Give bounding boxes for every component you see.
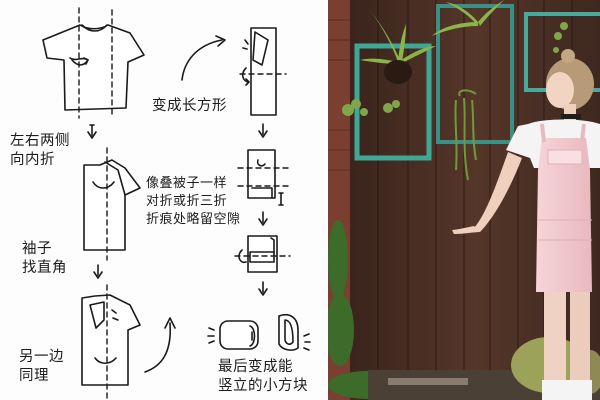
diagram-drawings	[42, 7, 311, 399]
t-shirt-icon	[42, 24, 145, 111]
rotate-arrow-icon	[92, 181, 115, 189]
teal-frame	[436, 4, 514, 144]
rotate-arrow-icon	[71, 57, 89, 66]
down-arrow-icon	[258, 281, 268, 296]
hanging-plant	[454, 89, 477, 181]
step-5-label: 像叠被子一样 对折或折三折 折痕处略留空隙	[146, 175, 241, 229]
step-1-label: 左右两侧 向内折	[10, 132, 70, 170]
curved-arrow-icon	[144, 317, 176, 373]
rotate-arrow-icon	[238, 249, 247, 264]
step-2-label: 袖子 找直角	[22, 240, 67, 278]
outfit-photo	[328, 0, 600, 400]
step-6-line-2: 竖立的小方块	[218, 378, 308, 394]
down-arrow-icon	[258, 123, 268, 138]
step-3-label: 另一边 同理	[19, 348, 64, 386]
step-6-line-1: 最后变成能	[218, 359, 293, 375]
pink-overall-dress	[536, 138, 592, 292]
t-shirt-sleeve-icon	[81, 294, 141, 386]
step-3-line-1: 另一边	[19, 349, 64, 365]
rotate-arrow-icon	[94, 357, 117, 365]
t-shirt-folded-icon	[83, 159, 141, 251]
step-3-line-2: 同理	[19, 368, 49, 384]
step-5-line-3: 折痕处略留空隙	[146, 212, 241, 227]
down-arrow-icon	[258, 211, 268, 226]
step-4-label: 变成长方形	[152, 97, 227, 116]
rectangle-fold-icon	[242, 27, 277, 116]
woman-figure	[452, 49, 600, 400]
white-socks	[542, 380, 568, 400]
rotate-arrow-icon	[241, 67, 250, 86]
step-1-line-1: 左右两侧	[10, 133, 70, 149]
step-1-line-2: 向内折	[10, 152, 55, 168]
curved-arrow-icon	[181, 35, 226, 81]
bib-pocket	[547, 149, 583, 165]
down-arrow-icon	[93, 264, 103, 279]
step-5-line-1: 像叠被子一样	[146, 176, 228, 191]
step-2-line-2: 找直角	[22, 260, 67, 276]
rolled-fold-icon	[247, 235, 278, 273]
photo-scene	[328, 0, 600, 400]
step-6-label: 最后变成能 竖立的小方块	[218, 358, 308, 396]
down-arrow-icon	[87, 124, 97, 139]
step-5-line-2: 对折或折三折	[146, 194, 228, 209]
fold-thirds-icon	[247, 149, 276, 199]
plant	[360, 0, 504, 64]
step-4-line-1: 变成长方形	[152, 98, 227, 114]
standing-block-icon	[278, 314, 311, 351]
step-2-line-1: 袖子	[22, 241, 52, 257]
folded-block-icon	[207, 320, 259, 350]
choker	[561, 114, 581, 119]
folding-diagram: 左右两侧 向内折 袖子 找直角 另一边 同理 变成长方形 像叠被子一样 对折或折…	[10, 7, 311, 399]
